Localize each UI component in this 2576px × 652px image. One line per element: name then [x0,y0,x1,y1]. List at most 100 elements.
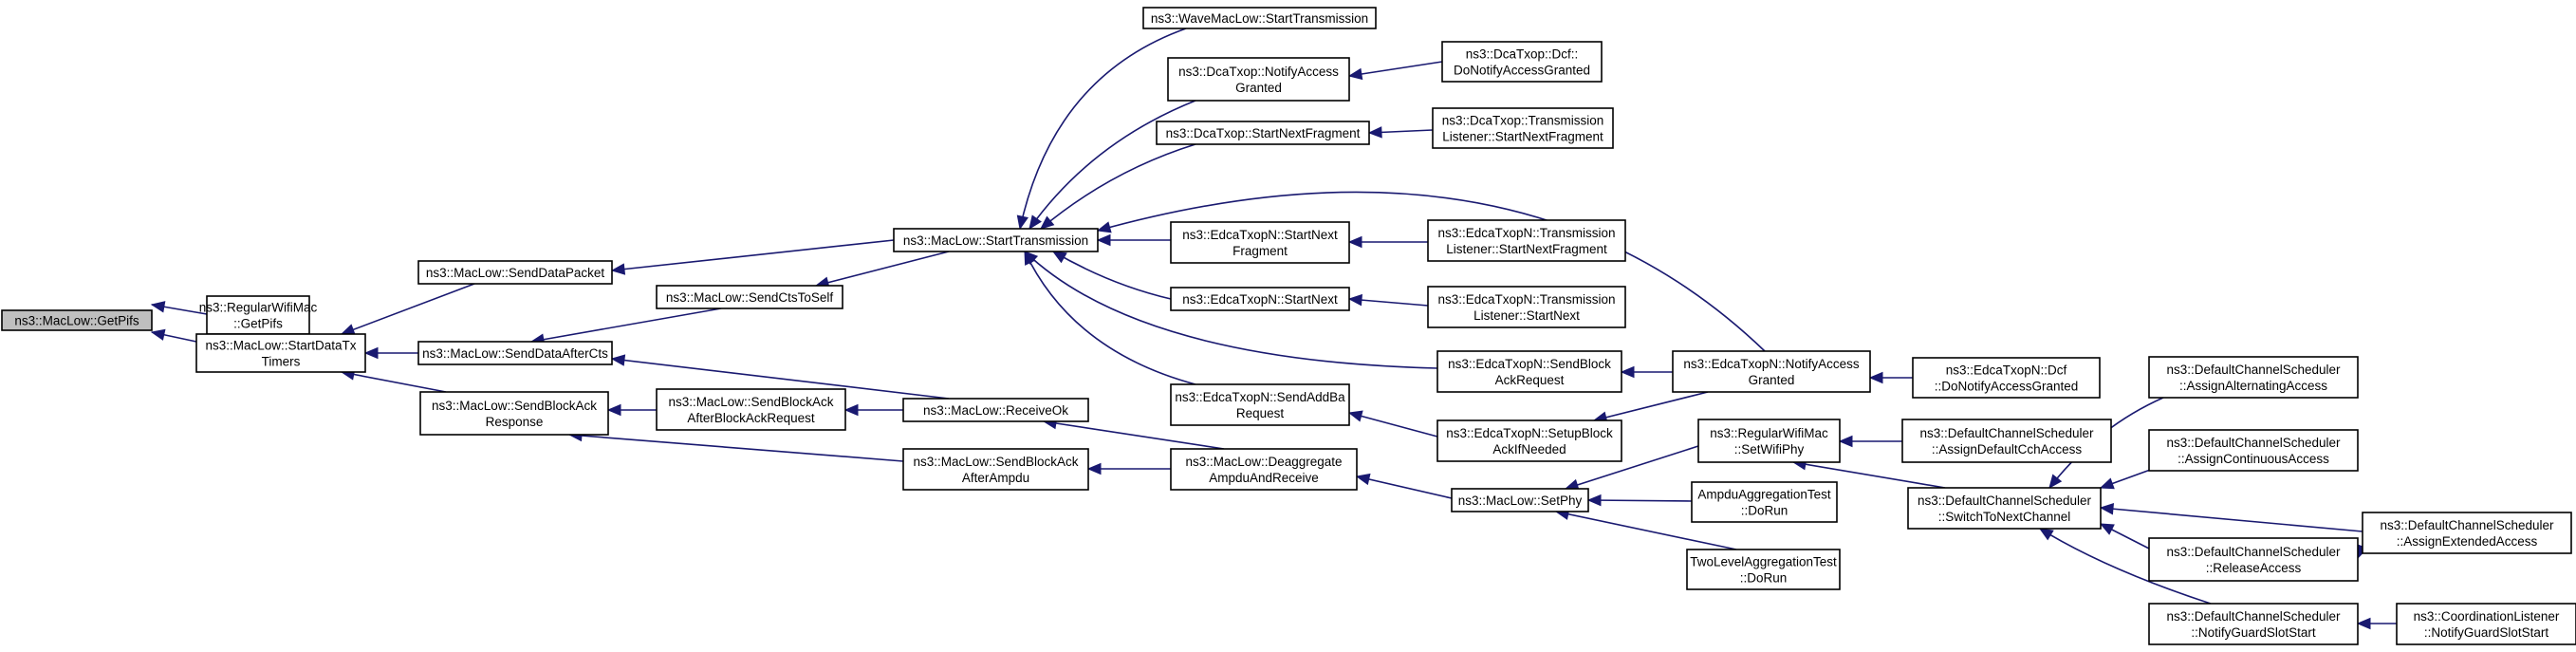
edge-arrowhead [1029,214,1042,231]
node-dcs-assigndefault[interactable]: ns3::DefaultChannelScheduler::AssignDefa… [1901,419,2112,463]
node-box [1,309,153,331]
node-label-line: ns3::DefaultChannelScheduler [1919,426,2094,440]
edge-arrowhead [610,354,626,366]
node-edca-tl-startnextfrag[interactable]: ns3::EdcaTxopN::TransmissionListener::St… [1427,219,1626,262]
edge-line [1024,251,1438,369]
node-label-line: AckRequest [1495,373,1565,387]
edge-line [1356,475,1453,499]
node-sendctstoself[interactable]: ns3::MacLow::SendCtsToSelf [656,285,843,309]
node-edca-startnextfrag[interactable]: ns3::EdcaTxopN::StartNextFragment [1170,221,1350,264]
node-box [1672,350,1871,393]
node-box [2148,603,2359,645]
edge-line [1043,420,1225,450]
node-label-line: Listener::StartNextFragment [1446,242,1607,256]
edge-line [1565,445,1699,490]
node-label-line: ::AssignDefaultCchAccess [1932,442,2083,456]
node-label-line: AckIfNeeded [1492,442,1566,456]
node-dcf-donotify[interactable]: ns3::DcaTxop::Dcf::DoNotifyAccessGranted [1441,41,1603,83]
node-label-line: Granted [1749,373,1795,387]
edge-line [1348,412,1438,438]
node-dcs-notifyguard[interactable]: ns3::DefaultChannelScheduler::NotifyGuar… [2148,603,2359,645]
node-dcs-assignext[interactable]: ns3::DefaultChannelScheduler::AssignExte… [2362,512,2572,554]
node-label-line: Granted [1235,81,1282,95]
edge-sendbaafterampdu-to-sendblockackresp [567,429,904,462]
edge-dca_startnextfrag-to-starttransmission [1040,143,1196,230]
edge-line [1348,298,1429,307]
node-label-line: ns3::DcaTxop::Transmission [1442,114,1604,128]
node-label-line: ::DoRun [1741,504,1788,518]
edge-arrowhead [2099,523,2115,535]
edge-sendbaafterbar-to-sendblockackresp [606,403,657,417]
edge-line [1792,461,1946,489]
node-starttransmission[interactable]: ns3::MacLow::StartTransmission [893,228,1099,252]
node-receiveok[interactable]: ns3::MacLow::ReceiveOk [902,398,1089,422]
node-edca-dcf-donotify[interactable]: ns3::EdcaTxopN::Dcf::DoNotifyAccessGrant… [1912,357,2101,399]
node-senddatapacket[interactable]: ns3::MacLow::SendDataPacket [417,260,613,285]
edge-ampdu_dorun-to-setphy [1586,494,1693,507]
node-wave-starttx[interactable]: ns3::WaveMacLow::StartTransmission [1142,7,1377,29]
node-getpifs[interactable]: ns3::MacLow::GetPifs [1,309,153,331]
node-label-line: ::DoRun [1740,571,1788,586]
node-box [1170,448,1358,491]
node-ampdu-dorun[interactable]: AmpduAggregationTest::DoRun [1691,481,1838,523]
node-dcs-release[interactable]: ns3::DefaultChannelScheduler::ReleaseAcc… [2148,537,2359,582]
node-setphy[interactable]: ns3::MacLow::SetPhy [1451,488,1589,512]
node-label-line: ::NotifyGuardSlotStart [2424,625,2549,640]
node-label-line: AmpduAggregationTest [1697,488,1831,502]
node-box [1436,350,1622,393]
node-box [1170,221,1350,264]
node-dca-tl-startnextfrag[interactable]: ns3::DcaTxop::TransmissionListener::Star… [1432,107,1614,149]
node-label-line: ns3::MacLow::SendDataPacket [426,266,605,280]
node-sendbaafterbar[interactable]: ns3::MacLow::SendBlockAckAfterBlockAckRe… [656,388,846,431]
node-label-line: ns3::DcaTxop::Dcf:: [1466,47,1579,62]
node-box [2148,356,2359,399]
node-edca-notify[interactable]: ns3::EdcaTxopN::NotifyAccessGranted [1672,350,1871,393]
edge-arrowhead [606,403,621,417]
node-regwifi-getpifs[interactable]: ns3::RegularWifiMac::GetPifs [199,295,318,335]
edge-arrowhead [1347,235,1362,249]
edge-line [1024,251,1196,385]
edge-arrowhead [1347,293,1362,307]
node-label-line: ns3::DefaultChannelScheduler [2380,518,2554,532]
node-edca-startnext[interactable]: ns3::EdcaTxopN::StartNext [1170,287,1350,311]
node-dca-startnextfrag[interactable]: ns3::DcaTxop::StartNextFragment [1156,121,1370,145]
edge-line [611,239,895,271]
edge-arrowhead [1868,371,1883,384]
edge-arrowhead [1096,233,1111,247]
edge-arrowhead [1086,462,1102,475]
node-box [902,448,1089,491]
node-box [1427,286,1626,328]
node-twolevel-dorun[interactable]: TwoLevelAggregationTest::DoRun [1686,549,1841,590]
node-box [1697,419,1841,463]
node-dcs-assignalt[interactable]: ns3::DefaultChannelScheduler::AssignAlte… [2148,356,2359,399]
node-regwifi-setwifiphy[interactable]: ns3::RegularWifiMac::SetWifiPhy [1697,419,1841,463]
node-box [1156,121,1370,145]
node-senddataaftercts[interactable]: ns3::MacLow::SendDataAfterCts [417,341,613,365]
node-box [1441,41,1603,83]
node-label-line: ::AssignExtendedAccess [2397,534,2538,549]
node-dcs-switch[interactable]: ns3::DefaultChannelScheduler::SwitchToNe… [1907,487,2102,530]
edge-line [530,307,722,343]
edge-dcs_notifyguard-to-dcs_switch [2038,528,2212,605]
node-label-line: ns3::EdcaTxopN::SendBlock [1448,357,1611,371]
edge-regwifi_getpifs-to-getpifs [150,301,208,315]
node-edca-tl-startnext[interactable]: ns3::EdcaTxopN::TransmissionListener::St… [1427,286,1626,328]
edge-line [611,358,950,400]
node-coord-notifyguard[interactable]: ns3::CoordinationListener::NotifyGuardSl… [2396,603,2576,645]
node-dcs-assigncont[interactable]: ns3::DefaultChannelScheduler::AssignCont… [2148,429,2359,472]
node-dca-notify[interactable]: ns3::DcaTxop::NotifyAccessGranted [1167,57,1350,102]
edge-arrowhead [1024,251,1039,265]
node-label-line: AfterBlockAckRequest [687,411,815,425]
node-box [1907,487,2102,530]
edge-line [815,251,950,287]
node-label-line: ns3::DefaultChannelScheduler [2166,363,2341,377]
node-label-line: ::SwitchToNextChannel [1938,510,2071,524]
